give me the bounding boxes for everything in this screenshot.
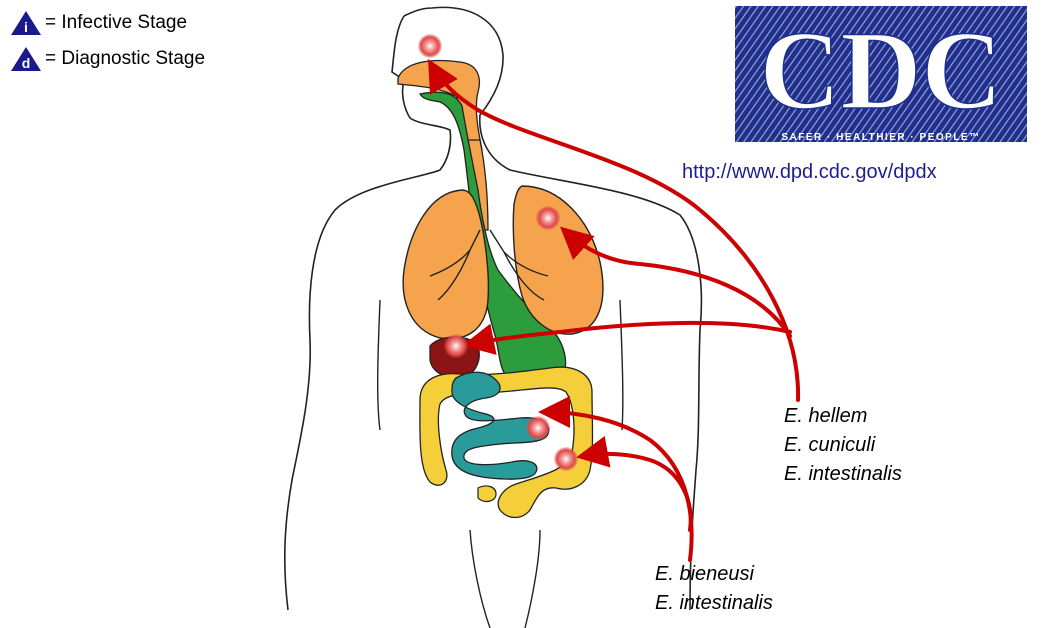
species-label: E. intestinalis: [655, 589, 773, 618]
species-label: E. intestinalis: [784, 460, 902, 489]
species-label: E. cuniculi: [784, 431, 902, 460]
torso-line-right: [620, 300, 623, 430]
lesion-small-intestine: [526, 416, 550, 440]
leg-line-left: [470, 530, 490, 628]
torso-line-left: [378, 300, 380, 430]
bladder: [478, 486, 496, 501]
left-lung: [403, 190, 488, 339]
cdc-logo-text: CDC: [760, 9, 1003, 133]
lesion-nasal: [418, 34, 442, 58]
leg-line-right: [525, 530, 540, 628]
cdc-logo: CDC SAFER · HEALTHIER · PEOPLE™: [735, 6, 1027, 143]
cdc-url: http://www.dpd.cdc.gov/dpdx: [682, 161, 937, 184]
infective-stage-icon: i: [10, 10, 42, 36]
species-group-2: E. bieneusi E. intestinalis: [655, 560, 773, 618]
cdc-tagline: SAFER · HEALTHIER · PEOPLE™: [781, 132, 980, 143]
diagnostic-stage-icon: d: [10, 46, 42, 72]
lesion-colon: [554, 447, 578, 471]
species-label: E. hellem: [784, 402, 902, 431]
svg-text:d: d: [22, 55, 31, 71]
svg-text:i: i: [24, 19, 28, 35]
legend-infective-label: = Infective Stage: [45, 12, 187, 34]
legend-diagnostic-label: = Diagnostic Stage: [45, 48, 205, 70]
species-label: E. bieneusi: [655, 560, 773, 589]
lesion-lung: [536, 206, 560, 230]
lesion-liver: [444, 334, 468, 358]
legend-infective: i = Infective Stage: [10, 10, 187, 36]
legend-diagnostic: d = Diagnostic Stage: [10, 46, 205, 72]
species-group-1: E. hellem E. cuniculi E. intestinalis: [784, 402, 902, 489]
